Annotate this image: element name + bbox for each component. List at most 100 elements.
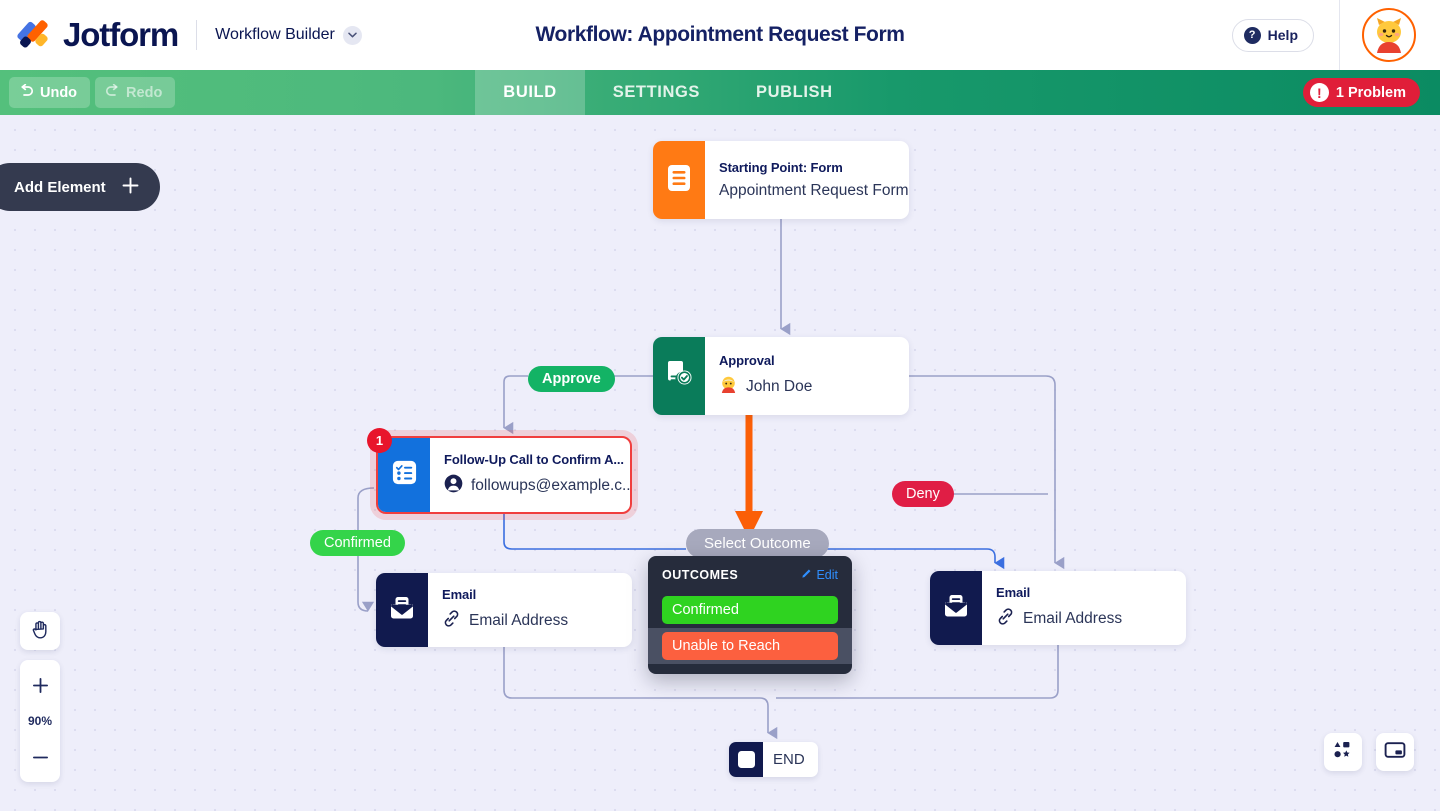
shapes-icon [1333, 740, 1353, 765]
outcome-chip-unable-to-reach[interactable]: Unable to Reach [662, 632, 838, 660]
outcomes-dropdown[interactable]: OUTCOMES Edit Confirmed Unable to Reach [648, 556, 852, 674]
form-icon [666, 163, 692, 198]
redo-label: Redo [126, 84, 163, 101]
node-subtitle-text: Email Address [469, 612, 569, 629]
node-subtitle: followups@example.c... [444, 474, 632, 498]
node-subtitle: John Doe [719, 375, 812, 399]
add-element-button[interactable]: Add Element [0, 163, 160, 211]
node-title: Email [442, 587, 477, 602]
outcomes-header: OUTCOMES Edit [648, 565, 852, 592]
node-icon-area [378, 438, 430, 512]
outcome-chip-confirmed[interactable]: Confirmed [662, 596, 838, 624]
workflow-canvas[interactable]: Add Element Starting Point: Form Appoint… [0, 115, 1440, 811]
tab-publish[interactable]: PUBLISH [756, 83, 833, 101]
header-divider [196, 20, 198, 50]
stop-square-icon [729, 742, 763, 777]
end-label: END [773, 751, 805, 768]
approval-check-icon [665, 359, 693, 394]
question-circle-icon: ? [1243, 26, 1261, 44]
node-title: Starting Point: Form [719, 160, 843, 175]
task-list-icon [391, 459, 418, 491]
exclamation-circle-icon: ! [1309, 83, 1329, 102]
help-button[interactable]: ? Help [1231, 18, 1314, 52]
hand-tool-button[interactable] [20, 612, 60, 650]
node-subtitle-text: Appointment Request Form [719, 182, 909, 199]
node-icon-area [376, 573, 428, 647]
shapes-button[interactable] [1324, 733, 1362, 771]
node-error-badge[interactable]: 1 [367, 428, 392, 453]
undo-button[interactable]: Undo [9, 77, 91, 108]
chevron-down-icon[interactable] [342, 25, 362, 45]
edge-label-confirmed[interactable]: Confirmed [310, 530, 405, 556]
node-approval[interactable]: Approval John Doe [653, 337, 909, 415]
zoom-level-label: 90% [27, 714, 53, 728]
help-label: Help [1267, 27, 1298, 43]
outcomes-edit-button[interactable]: Edit [801, 568, 838, 582]
undo-label: Undo [40, 84, 78, 101]
node-title: Email [996, 585, 1031, 600]
cat-avatar-icon [1377, 18, 1401, 53]
node-end[interactable]: END [729, 742, 818, 777]
redo-arrow-icon [105, 83, 120, 101]
plus-icon [121, 176, 140, 199]
tab-settings[interactable]: SETTINGS [612, 83, 701, 101]
envelope-icon [941, 592, 971, 625]
node-subtitle: Email Address [442, 609, 568, 633]
edge-label-deny[interactable]: Deny [892, 481, 954, 507]
person-avatar-icon [719, 375, 738, 399]
outcomes-edit-label: Edit [816, 568, 838, 582]
select-outcome-button[interactable]: Select Outcome [686, 529, 829, 558]
minimap-button[interactable] [1376, 733, 1414, 771]
node-icon-area [653, 337, 705, 415]
node-content: Email Email Address [428, 573, 584, 647]
problem-label: 1 Problem [1335, 84, 1406, 101]
node-email-left[interactable]: Email Email Address [376, 573, 632, 647]
node-title: Follow-Up Call to Confirm A... [444, 452, 624, 467]
minimap-icon [1384, 741, 1406, 764]
connector-edges [357, 219, 1065, 740]
redo-button[interactable]: Redo [95, 77, 176, 108]
problem-badge[interactable]: ! 1 Problem [1302, 78, 1420, 107]
outcome-row-confirmed[interactable]: Confirmed [648, 592, 852, 628]
node-starting-point[interactable]: Starting Point: Form Appointment Request… [653, 141, 909, 219]
pencil-icon [801, 568, 812, 582]
add-element-label: Add Element [14, 178, 106, 196]
node-subtitle: Email Address [996, 607, 1122, 631]
header-right-group: ? Help [1231, 0, 1440, 70]
tab-build[interactable]: BUILD [475, 70, 585, 115]
avatar-divider [1339, 0, 1340, 70]
node-subtitle: Appointment Request Form [719, 182, 909, 200]
canvas-bottom-right-controls [1324, 733, 1414, 771]
undo-arrow-icon [19, 83, 34, 101]
node-content: Email Email Address [982, 571, 1138, 645]
user-circle-icon [444, 474, 463, 498]
edge-label-approve[interactable]: Approve [528, 366, 615, 392]
product-label: Workflow Builder [215, 26, 335, 43]
node-subtitle-text: Email Address [1023, 610, 1123, 627]
build-toolbar: Undo Redo BUILD SETTINGS PUBLISH ! 1 Pro… [0, 70, 1440, 115]
node-subtitle-text: John Doe [746, 378, 813, 395]
node-email-right[interactable]: Email Email Address [930, 571, 1186, 645]
link-icon [996, 607, 1015, 631]
zoom-in-button[interactable] [20, 666, 60, 704]
node-subtitle-text: followups@example.c... [471, 477, 632, 494]
zoom-controls: 90% [20, 660, 60, 782]
node-content: Follow-Up Call to Confirm A... followups… [430, 438, 632, 512]
envelope-icon [387, 594, 417, 627]
brand-name: Jotform [63, 16, 179, 53]
zoom-out-button[interactable] [20, 738, 60, 776]
brand-area[interactable]: Jotform Workflow Builder [0, 16, 362, 54]
node-content: Starting Point: Form Appointment Request… [705, 141, 909, 219]
outcome-row-unable-to-reach[interactable]: Unable to Reach [648, 628, 852, 664]
outcomes-title: OUTCOMES [662, 568, 739, 582]
avatar[interactable] [1362, 8, 1416, 62]
node-content: Approval John Doe [705, 337, 828, 415]
app-header: Jotform Workflow Builder Workflow: Appoi… [0, 0, 1440, 70]
undo-redo-group: Undo Redo [0, 77, 176, 108]
main-tabs: BUILD SETTINGS PUBLISH [475, 70, 860, 115]
node-follow-up-call[interactable]: Follow-Up Call to Confirm A... followups… [376, 436, 632, 514]
jotform-logo-icon [16, 19, 54, 51]
link-icon [442, 609, 461, 633]
node-title: Approval [719, 353, 775, 368]
node-icon-area [653, 141, 705, 219]
